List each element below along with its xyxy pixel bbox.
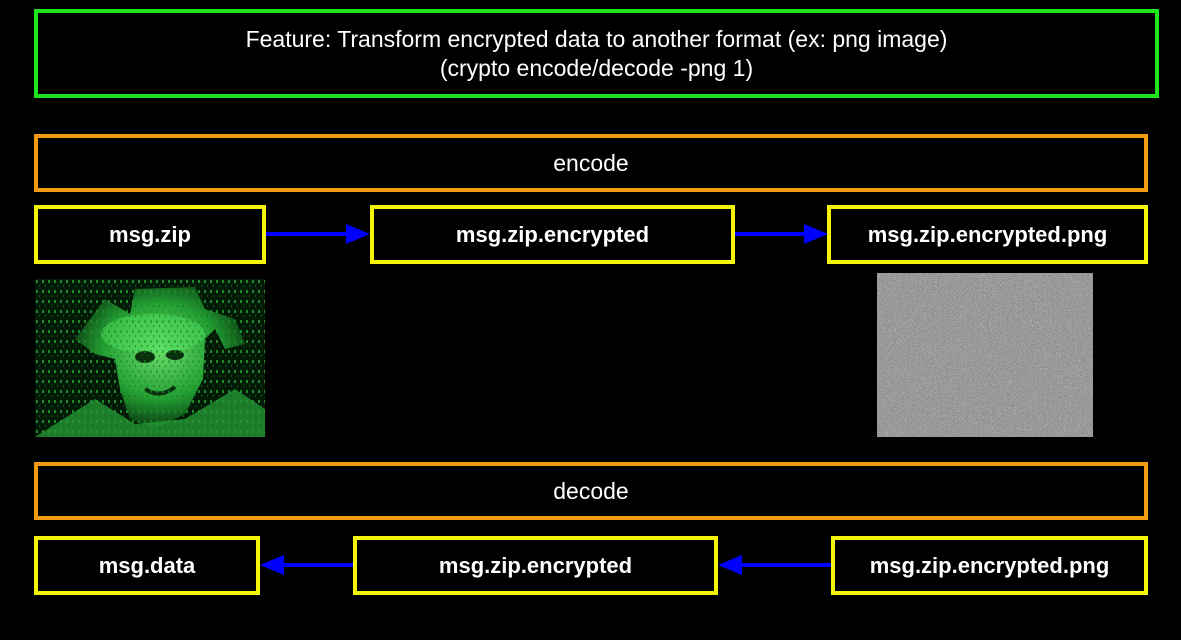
encode-file-msg-zip: msg.zip [34,205,266,264]
noise-art [877,273,1093,437]
file-label: msg.zip.encrypted [455,221,650,247]
feature-title-box: Feature: Transform encrypted data to ano… [34,9,1159,98]
encode-file-msg-zip-encrypted: msg.zip.encrypted [370,205,735,264]
decode-file-msg-zip-encrypted-png: msg.zip.encrypted.png [831,536,1148,595]
decode-file-msg-data: msg.data [34,536,260,595]
file-label: msg.zip.encrypted.png [869,552,1110,578]
encode-file-msg-zip-encrypted-png: msg.zip.encrypted.png [827,205,1148,264]
arrow-left-1-head [260,555,284,575]
arrow-right-2-head [804,224,828,244]
file-label: msg.zip.encrypted.png [867,221,1108,247]
decode-file-msg-zip-encrypted: msg.zip.encrypted [353,536,718,595]
decode-section-header: decode [34,462,1148,520]
file-label: msg.zip.encrypted [438,552,633,578]
encode-label: encode [553,149,629,176]
encode-section-header: encode [34,134,1148,192]
feature-command: (crypto encode/decode -png 1) [439,54,754,81]
file-label: msg.zip [109,221,191,247]
arrow-left-2-head [718,555,742,575]
arrow-right-1-head [346,224,370,244]
file-label: msg.data [98,552,196,578]
matrix-figure-image [35,279,265,437]
decode-label: decode [553,477,629,504]
noise-png-image [877,273,1093,437]
matrix-figure-art [35,279,265,437]
feature-title: Feature: Transform encrypted data to ano… [245,25,948,52]
